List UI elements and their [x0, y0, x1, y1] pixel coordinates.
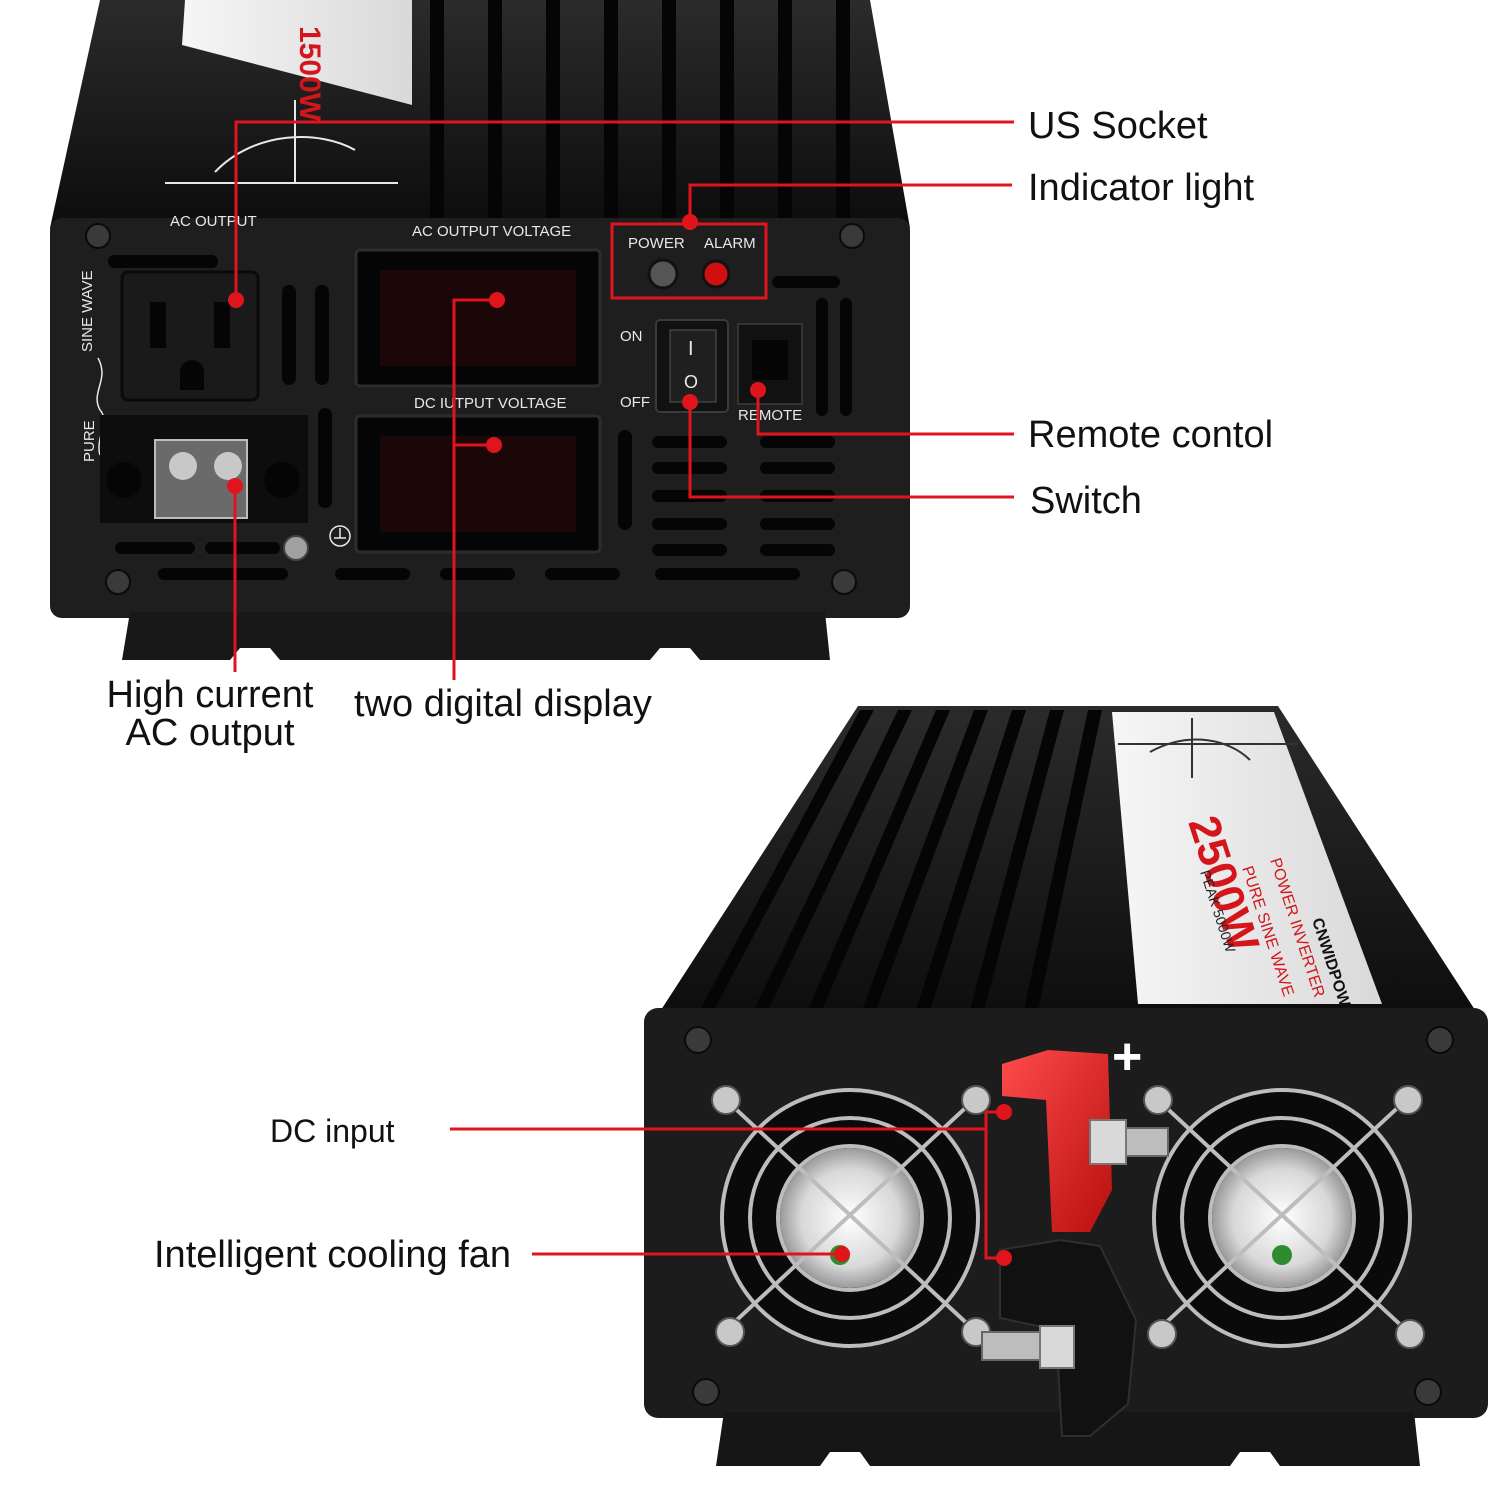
label-ac-output-voltage: AC OUTPUT VOLTAGE: [412, 223, 571, 240]
dc-voltage-display: [354, 414, 602, 554]
label-alarm: ALARM: [704, 235, 756, 252]
top-label-panel: [182, 0, 412, 105]
label-power: POWER: [628, 235, 685, 252]
bottom-panel-screws: [684, 1026, 1454, 1406]
top-vent-slots: [108, 255, 852, 580]
callout-indicator-light: Indicator light: [1028, 167, 1255, 209]
ac-voltage-display: [354, 248, 602, 388]
label-off: OFF: [620, 394, 650, 411]
bottom-mounting-plate: [716, 1412, 1420, 1466]
plus-sign: +: [1112, 1028, 1142, 1086]
bottom-sine-logo: [1118, 718, 1298, 778]
sine-wave-logo: [165, 100, 398, 184]
label-sine-wave: SINE WAVE: [79, 270, 96, 352]
callout-dots: [227, 214, 1012, 1266]
ac-terminal-block: [100, 415, 308, 523]
callout-cooling-fan: Intelligent cooling fan: [154, 1234, 512, 1276]
label-ac-output: AC OUTPUT: [170, 213, 257, 230]
callout-us-socket: US Socket: [1028, 105, 1208, 147]
top-inverter: 1500W: [50, 0, 910, 660]
dc-negative-terminal: [981, 1238, 1138, 1437]
callout-high-current: High current AC output: [98, 676, 322, 752]
switch-on-glyph: I: [688, 338, 694, 360]
indicator-lights: [647, 258, 731, 290]
cooling-fan-icon-right: [1143, 1085, 1425, 1349]
callout-high-current-line1: High current: [106, 674, 314, 716]
us-socket-icon: [120, 270, 260, 402]
remote-port-icon: [737, 323, 803, 405]
bottom-label-panel: [1112, 712, 1382, 1004]
bottom-heatsink-fins: [700, 710, 1102, 1010]
switch-off-glyph: O: [684, 372, 698, 392]
callout-switch: Switch: [1030, 480, 1142, 522]
ground-icon: [283, 525, 351, 561]
power-switch: [655, 319, 729, 413]
callout-dc-input: DC input: [270, 1113, 395, 1149]
label-on: ON: [620, 328, 643, 345]
label-dc-input-voltage: DC IUTPUT VOLTAGE: [414, 395, 567, 412]
callout-remote-control: Remote contol: [1028, 414, 1274, 456]
sine-wave-squiggle: [96, 357, 105, 456]
dc-positive-terminal: [1002, 1050, 1169, 1232]
label-remote: REMOTE: [738, 407, 802, 424]
callout-high-current-line2: AC output: [125, 712, 295, 754]
top-heatsink-fins: [430, 0, 850, 220]
top-mounting-plate: [122, 612, 830, 660]
top-rating-text: 1500W: [293, 26, 326, 122]
callout-digital-display: two digital display: [354, 683, 652, 725]
power-led: [647, 258, 679, 290]
bottom-inverter: 2500W POWER INVERTER PURE SINE WAVE PEAK…: [644, 706, 1488, 1466]
top-panel-screws: [85, 223, 865, 595]
alarm-led: [701, 259, 731, 289]
label-pure: PURE: [81, 420, 98, 462]
